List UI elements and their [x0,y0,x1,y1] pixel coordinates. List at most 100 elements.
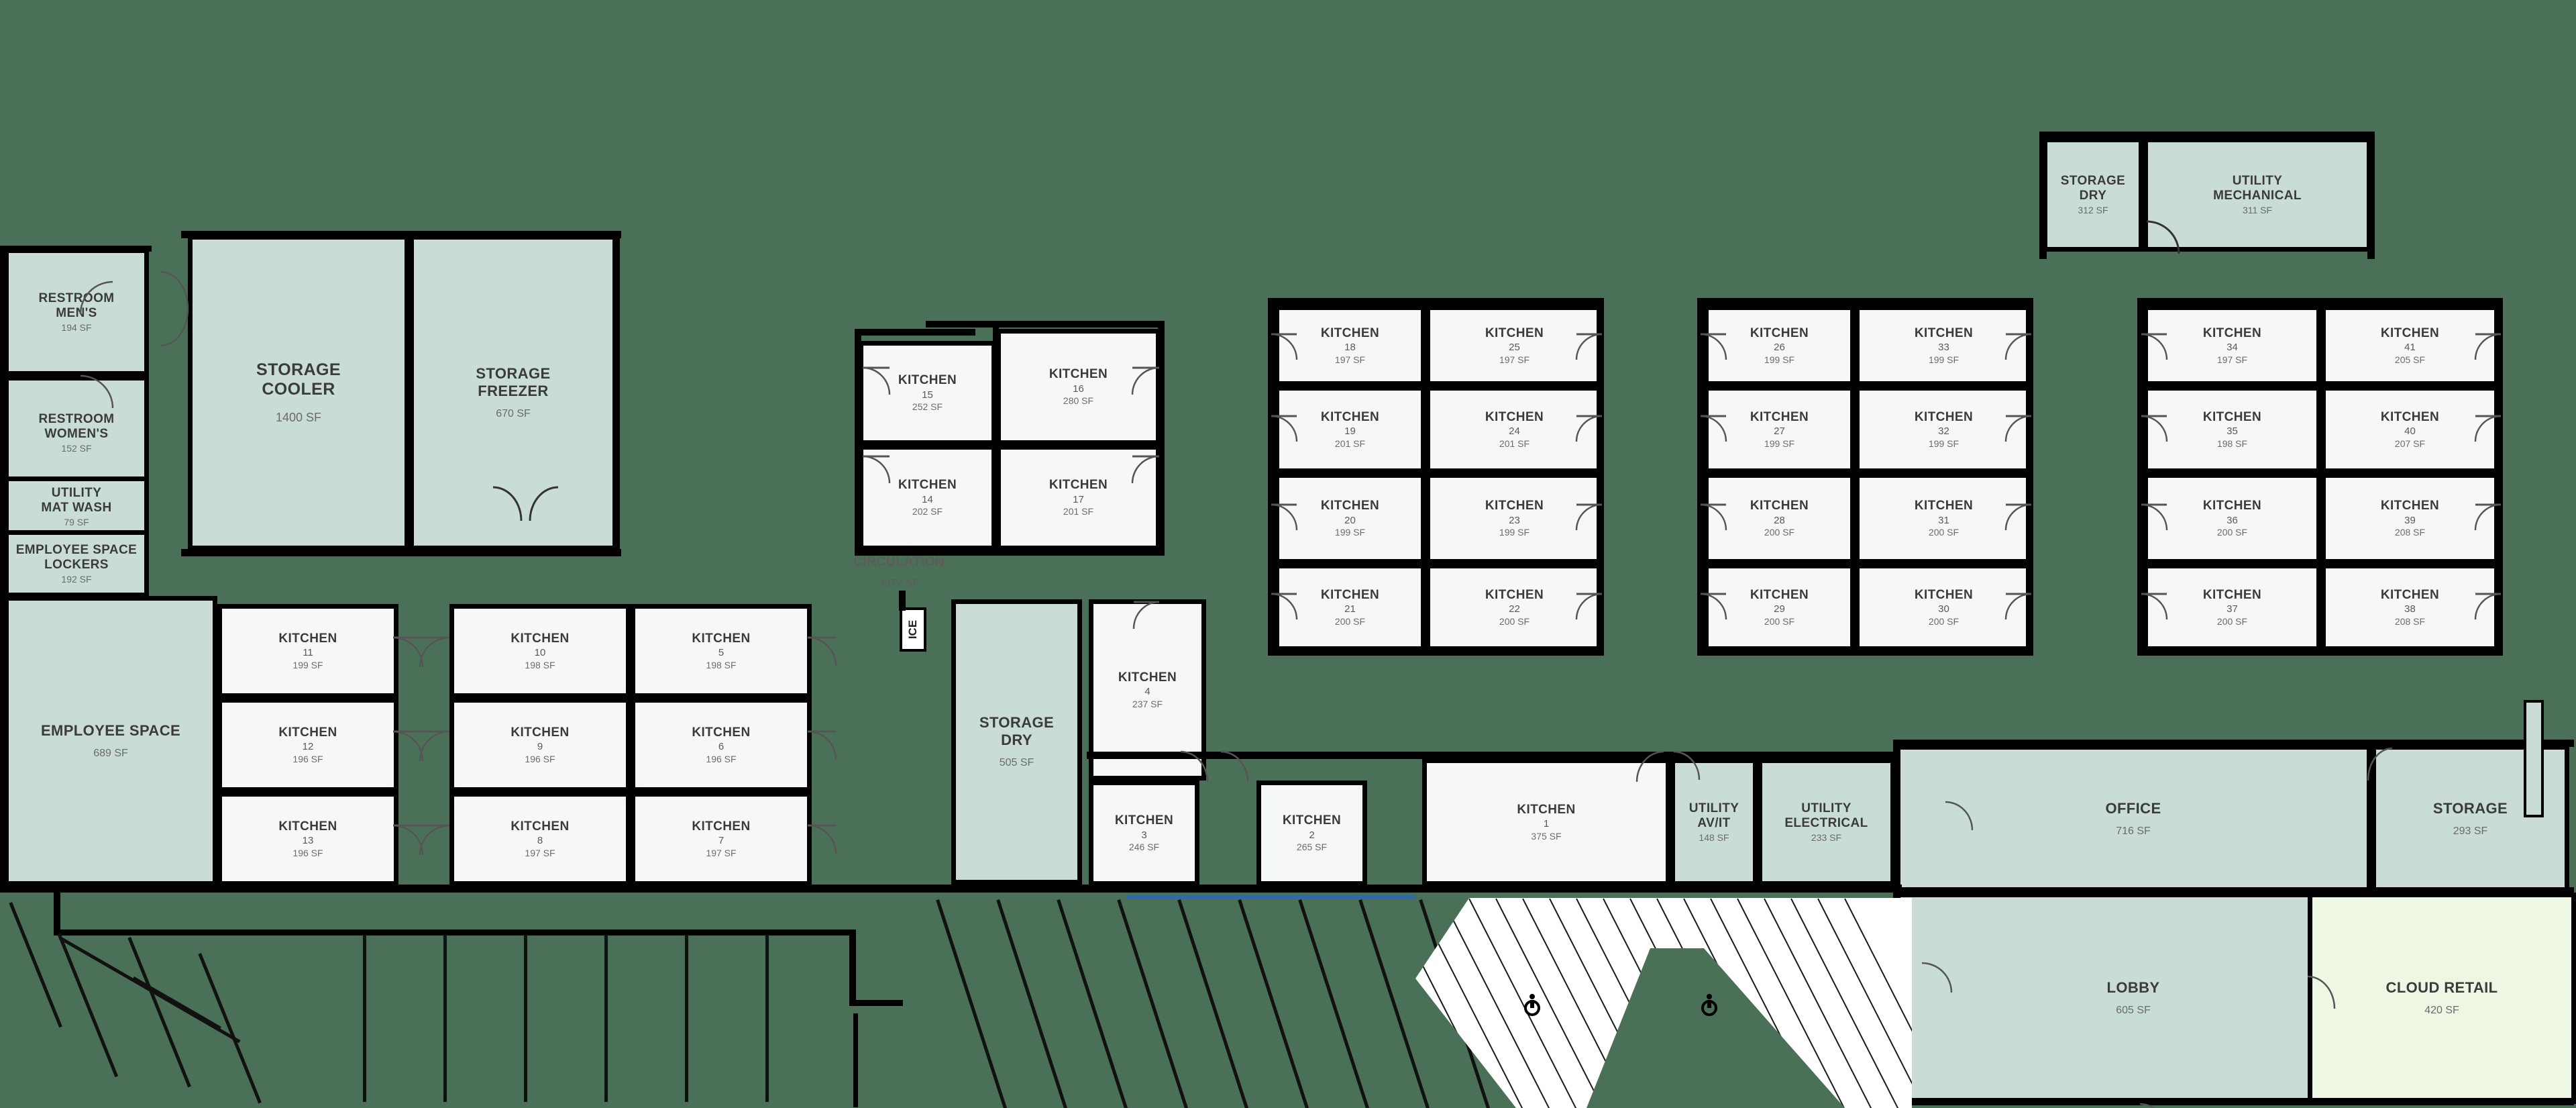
wall-exterior-top-left [4,246,152,252]
wall-midblock-top-c [2137,298,2503,305]
room-kitchen-18[interactable]: KITCHEN 18 197 SF [1275,305,1426,386]
room-cloud-retail[interactable]: CLOUD RETAIL 420 SF [2308,893,2576,1104]
room-label: KITCHEN [1750,409,1809,424]
room-label: RESTROOM MEN'S [38,291,115,321]
room-number: 17 [1073,493,1084,505]
room-employee-lockers[interactable]: EMPLOYEE SPACE LOCKERS 192 SF [4,530,149,597]
room-area: 199 SF [292,659,323,670]
room-label: KITCHEN [278,631,337,646]
room-kitchen-16[interactable]: KITCHEN 16 280 SF [996,329,1161,445]
room-label: KITCHEN [2380,587,2440,602]
room-kitchen-32[interactable]: KITCHEN 32 199 SF [1855,386,2033,473]
room-number: 22 [1509,603,1520,615]
room-kitchen-31[interactable]: KITCHEN 31 200 SF [1855,473,2033,564]
room-number: 8 [537,835,543,847]
room-kitchen-27[interactable]: KITCHEN 27 199 SF [1704,386,1855,473]
room-label: KITCHEN [1114,813,1174,828]
accessible-access-aisle [1415,898,1912,1108]
room-utility-mechanical[interactable]: UTILITY MECHANICAL 311 SF [2143,138,2371,252]
room-kitchen-15[interactable]: KITCHEN 15 252 SF [859,341,996,445]
room-kitchen-25[interactable]: KITCHEN 25 197 SF [1426,305,1603,386]
room-area: 237 SF [1132,698,1163,709]
room-kitchen-10[interactable]: KITCHEN 10 198 SF [449,604,631,698]
room-kitchen-38[interactable]: KITCHEN 38 208 SF [2321,564,2499,651]
wall-midblock-left-c [2137,298,2145,656]
room-area: 375 SF [1531,830,1562,842]
room-area: 198 SF [2216,438,2248,449]
room-storage-dry-505[interactable]: STORAGE DRY 505 SF [951,599,1082,885]
room-kitchen-9[interactable]: KITCHEN 9 196 SF [449,698,631,792]
room-utility-mat-wash[interactable]: UTILITY MAT WASH 79 SF [4,476,149,537]
room-restroom-mens[interactable]: RESTROOM MEN'S 194 SF [4,248,149,376]
room-number: 23 [1509,514,1520,526]
room-utility-av-it[interactable]: UTILITY AV/IT 148 SF [1670,758,1758,886]
parking-stripe [524,936,527,1102]
room-kitchen-7[interactable]: KITCHEN 7 197 SF [631,792,812,886]
room-number: 34 [2226,342,2238,354]
room-area: 200 SF [1928,527,1960,538]
room-lobby[interactable]: LOBBY 605 SF [1895,893,2371,1104]
accessible-parking-icon [1523,993,1541,1016]
room-label: UTILITY MECHANICAL [2213,173,2302,203]
room-area: 1400 SF [275,410,322,424]
room-label: KITCHEN [1914,587,1974,602]
room-kitchen-21[interactable]: KITCHEN 21 200 SF [1275,564,1426,651]
room-kitchen-24[interactable]: KITCHEN 24 201 SF [1426,386,1603,473]
room-utility-electrical[interactable]: UTILITY ELECTRICAL 233 SF [1758,758,1895,886]
room-kitchen-14[interactable]: KITCHEN 14 202 SF [859,445,996,550]
room-number: 12 [302,741,314,753]
room-kitchen-17[interactable]: KITCHEN 17 201 SF [996,445,1161,550]
room-kitchen-19[interactable]: KITCHEN 19 201 SF [1275,386,1426,473]
room-number: 38 [2404,603,2416,615]
room-kitchen-40[interactable]: KITCHEN 40 207 SF [2321,386,2499,473]
room-restroom-womens[interactable]: RESTROOM WOMEN'S 152 SF [4,376,149,490]
room-area: 200 SF [1334,615,1366,627]
room-kitchen-8[interactable]: KITCHEN 8 197 SF [449,792,631,886]
wall-bottomrow-top [1087,752,1898,759]
room-kitchen-28[interactable]: KITCHEN 28 200 SF [1704,473,1855,564]
room-area: 192 SF [61,573,92,585]
room-number: 7 [718,835,724,847]
room-kitchen-23[interactable]: KITCHEN 23 199 SF [1426,473,1603,564]
room-kitchen-35[interactable]: KITCHEN 35 198 SF [2143,386,2321,473]
room-kitchen-12[interactable]: KITCHEN 12 196 SF [217,698,398,792]
room-storage-cooler[interactable]: STORAGE COOLER 1400 SF [188,235,409,550]
room-office[interactable]: OFFICE 716 SF [1895,745,2371,893]
room-kitchen-37[interactable]: KITCHEN 37 200 SF [2143,564,2321,651]
room-kitchen-5[interactable]: KITCHEN 5 198 SF [631,604,812,698]
room-kitchen-20[interactable]: KITCHEN 20 199 SF [1275,473,1426,564]
wall-midblock-right-c [2496,298,2503,656]
room-kitchen-34[interactable]: KITCHEN 34 197 SF [2143,305,2321,386]
room-storage-dry-312[interactable]: STORAGE DRY 312 SF [2043,138,2143,252]
room-area: 199 SF [1334,527,1366,538]
room-kitchen-1[interactable]: KITCHEN 1 375 SF [1422,758,1670,886]
room-kitchen-29[interactable]: KITCHEN 29 200 SF [1704,564,1855,651]
room-storage-freezer[interactable]: STORAGE FREEZER 670 SF [409,235,617,550]
room-number: 5 [718,647,724,659]
room-kitchen-30[interactable]: KITCHEN 30 200 SF [1855,564,2033,651]
room-kitchen-33[interactable]: KITCHEN 33 199 SF [1855,305,2033,386]
wall-storagedry-left [2039,132,2047,259]
room-kitchen-11[interactable]: KITCHEN 11 199 SF [217,604,398,698]
room-area: 196 SF [292,847,323,858]
room-kitchen-36[interactable]: KITCHEN 36 200 SF [2143,473,2321,564]
room-label: KITCHEN [1049,478,1108,493]
room-kitchen-4[interactable]: KITCHEN 4 237 SF [1089,599,1206,780]
room-label: KITCHEN [511,631,570,646]
ice-machine[interactable]: ICE [900,607,926,652]
room-employee-space[interactable]: EMPLOYEE SPACE 689 SF [4,596,217,886]
room-kitchen-22[interactable]: KITCHEN 22 200 SF [1426,564,1603,651]
room-kitchen-3[interactable]: KITCHEN 3 246 SF [1089,780,1199,886]
room-kitchen-2[interactable]: KITCHEN 2 265 SF [1256,780,1367,886]
room-area: 201 SF [1334,438,1366,449]
room-area: 197 SF [1334,354,1366,365]
room-kitchen-41[interactable]: KITCHEN 41 205 SF [2321,305,2499,386]
wall-midblock-left-b [1697,298,1705,656]
room-kitchen-6[interactable]: KITCHEN 6 196 SF [631,698,812,792]
parking-stripe [198,953,262,1104]
room-kitchen-26[interactable]: KITCHEN 26 199 SF [1704,305,1855,386]
room-label: KITCHEN [511,819,570,834]
room-kitchen-39[interactable]: KITCHEN 39 208 SF [2321,473,2499,564]
room-kitchen-13[interactable]: KITCHEN 13 196 SF [217,792,398,886]
